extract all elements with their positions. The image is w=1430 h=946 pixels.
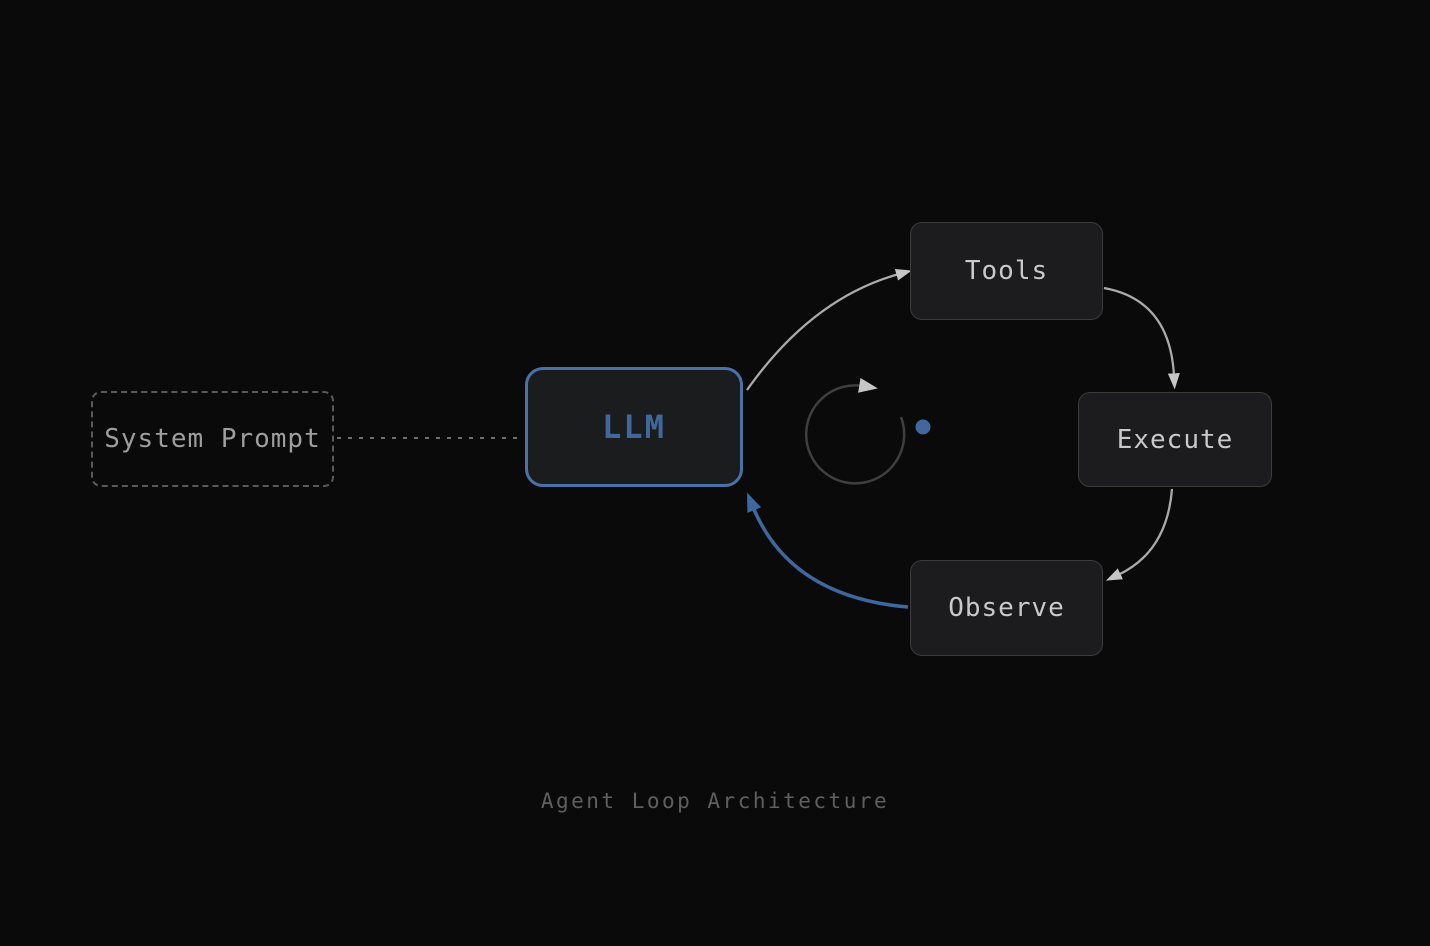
node-system-prompt: System Prompt <box>91 391 334 487</box>
node-observe-label: Observe <box>948 593 1065 623</box>
edge-observe-to-llm <box>747 492 909 609</box>
node-system-prompt-label: System Prompt <box>104 424 321 454</box>
node-tools-label: Tools <box>964 256 1049 286</box>
edge-llm-to-tools <box>746 268 912 391</box>
diagram-caption: Agent Loop Architecture <box>540 789 890 813</box>
node-llm-label: LLM <box>602 408 666 446</box>
node-execute: Execute <box>1078 392 1272 487</box>
loop-icon <box>805 378 906 485</box>
status-dot-icon <box>915 419 931 435</box>
node-llm: LLM <box>525 367 743 487</box>
edge-execute-to-observe <box>1105 488 1174 581</box>
node-tools: Tools <box>910 222 1103 320</box>
node-observe: Observe <box>910 560 1103 656</box>
edge-tools-to-execute <box>1103 286 1180 390</box>
node-execute-label: Execute <box>1116 424 1234 455</box>
